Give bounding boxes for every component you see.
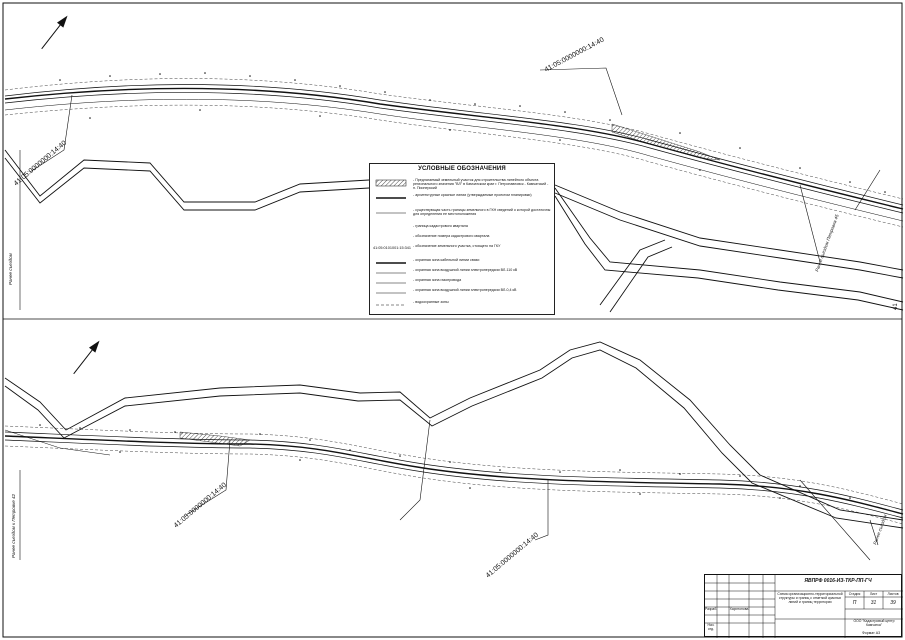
stage-header: Стадия (848, 592, 861, 596)
sheet-header: Лист (869, 592, 878, 596)
legend-item: - охранная зона кабельной линии связи (373, 258, 551, 272)
legend-item: - водоохранные зоны (373, 300, 551, 314)
organization-name: ООО "Кадастровый центр Камчатка" (853, 619, 895, 627)
legend-item: - существующая часть границы земельного … (373, 208, 551, 222)
road-label-top-left: Ранее съездом (8, 253, 13, 285)
legend-symbol-thin-line (376, 292, 406, 294)
legend-symbol-thin-line (376, 282, 406, 284)
legend-item: - обозначение номера кадастрового кварта… (373, 234, 551, 248)
legend-symbol-bold-line (376, 262, 406, 264)
legend-title: УСЛОВНЫЕ ОБОЗНАЧЕНИЯ (418, 166, 506, 172)
legend-item-text: - охранная зона кабельной линии связи (413, 258, 480, 262)
sheet-value: 31 (870, 600, 877, 606)
legend-item-text: - архитектурные красные линии (утверждае… (413, 193, 532, 197)
north-arrow-icon (41, 15, 68, 50)
road-label-bottom-right: Ранее съездом (872, 514, 888, 546)
legend-item: - охранная зона газопровода (373, 278, 551, 292)
cadastral-lines-top (4, 149, 904, 313)
cadastral-label-bottom-2: 41:05:0000000:14:40 (485, 532, 540, 580)
legend-item: 41:05:0101001:15:341- обозначение земель… (373, 244, 551, 258)
title-block-grid (705, 575, 903, 638)
sheets-value: 39 (890, 600, 896, 606)
drawing-description: Схема организационно-территориальной стр… (777, 592, 843, 604)
hatched-strip-bottom (179, 431, 251, 447)
road-corridor-top (4, 78, 904, 228)
legend-symbol-hatch (375, 179, 407, 187)
title-block: ЯВПРФ 0016-ИЗ-ТКР-ПП-ГЧ Схема организаци… (704, 574, 903, 638)
parcel-label-top-edge: 41 (893, 303, 899, 310)
legend-symbol-thin-line (376, 272, 406, 274)
sheets-header: Листов (887, 592, 899, 596)
legend-item-text: - обозначение номера кадастрового кварта… (413, 234, 490, 238)
legend-item-text: - обозначение земельного участка, стояще… (413, 244, 501, 248)
legend-item-text: - водоохранные зоны (413, 300, 449, 304)
legend: УСЛОВНЫЕ ОБОЗНАЧЕНИЯ - Предлагаемый земе… (369, 163, 555, 315)
legend-item-text: - охранная зона газопровода (413, 278, 462, 282)
legend-code: 41:05:0101001:15:341 (373, 246, 412, 250)
legend-item-text: - граница кадастрового квартала (413, 224, 468, 228)
sheet-format: Формат А3 (862, 631, 881, 635)
survey-marks-top (59, 72, 886, 193)
stage-value: П (852, 600, 857, 606)
leader-lines-top (29, 67, 821, 263)
cadastral-lines-bottom (4, 341, 904, 561)
legend-item: - архитектурные красные линии (утверждае… (373, 193, 551, 207)
role-developer: Разраб. (705, 607, 718, 611)
bottom-panel: 41:05:0000000:14:40 41:05:0000000:14:40 … (4, 340, 904, 580)
survey-marks-bottom (39, 424, 851, 499)
legend-item: - охранная зона воздушной линии электроп… (373, 268, 551, 282)
road-corridor-bottom (4, 425, 904, 525)
legend-item: - Предлагаемый земельный участок для стр… (373, 178, 551, 192)
legend-symbol-bold-line (376, 197, 406, 199)
north-arrow-icon (73, 340, 100, 375)
name-developer: Харитонова (729, 607, 749, 611)
role-head: Нач. отд. (707, 623, 715, 631)
legend-item-text: - охранная зона воздушной линии электроп… (413, 268, 518, 272)
legend-symbol-thin-line (376, 212, 406, 214)
cadastral-label-bottom-1: 41:05:0000000:14:40 (173, 482, 228, 530)
road-label-bottom-left: Ранее съездом к Петровке 42 (11, 493, 16, 558)
document-code: ЯВПРФ 0016-ИЗ-ТКР-ПП-ГЧ (804, 578, 872, 584)
road-label-top-right: Ранее съездом Петровка 45 (814, 213, 840, 272)
legend-item: - охранная зона воздушной линии электроп… (373, 288, 551, 302)
legend-symbol-dash-line (376, 304, 406, 306)
legend-item: - граница кадастрового квартала (373, 224, 551, 238)
leader-lines-bottom (185, 439, 879, 546)
legend-item-text: - существующая часть границы земельного … (413, 208, 551, 216)
legend-item-text: - Предлагаемый земельный участок для стр… (413, 178, 549, 190)
legend-item-text: - охранная зона воздушной линии электроп… (413, 288, 517, 292)
hatched-strip-top (611, 123, 721, 161)
